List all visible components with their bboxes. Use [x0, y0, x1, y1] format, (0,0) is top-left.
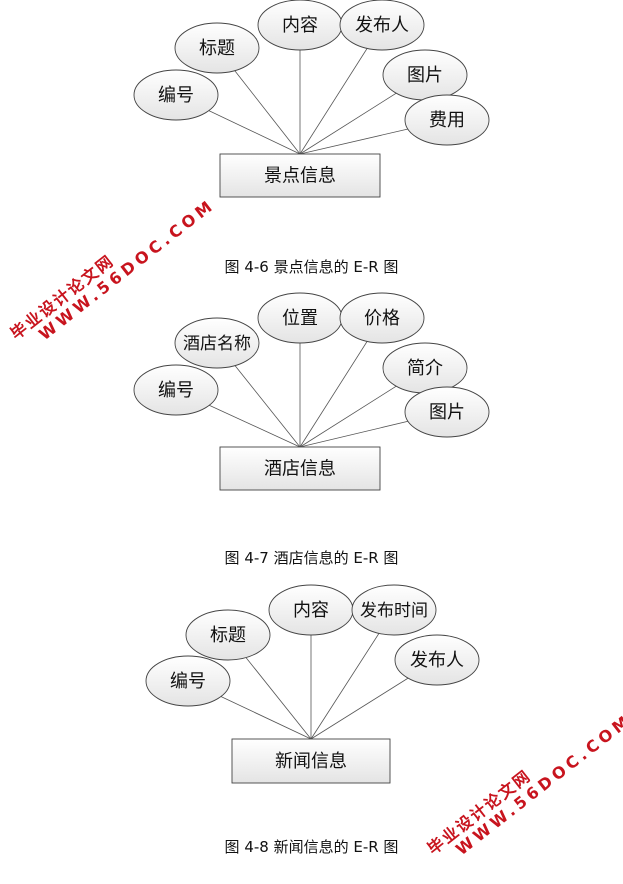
- attribute-ellipse: [404, 94, 490, 146]
- attribute-ellipse: [339, 0, 425, 51]
- attribute-ellipse: [394, 634, 480, 686]
- attribute-label: 价格: [364, 308, 400, 329]
- attribute-label: 费用: [429, 110, 465, 131]
- entity-box: [219, 446, 381, 491]
- attribute-ellipse: [133, 364, 219, 416]
- attribute-label: 简介: [407, 358, 443, 379]
- attribute-label: 编号: [158, 85, 194, 106]
- attribute-label: 发布人: [410, 650, 464, 671]
- entity-label: 酒店信息: [264, 459, 336, 480]
- entity-label: 新闻信息: [275, 751, 347, 772]
- attribute-ellipse: [185, 609, 271, 661]
- attribute-ellipse: [174, 22, 260, 74]
- caption-fig-4-6: 图 4-6 景点信息的 E-R 图: [224, 258, 399, 276]
- entity-box: [219, 153, 381, 198]
- attribute-label: 标题: [210, 625, 246, 646]
- attribute-label: 编号: [158, 380, 194, 401]
- attribute-ellipse: [339, 292, 425, 344]
- attribute-ellipse: [351, 584, 437, 636]
- entity-box: [231, 738, 391, 784]
- attribute-label: 图片: [429, 402, 465, 423]
- attribute-label: 酒店名称: [183, 334, 251, 354]
- attribute-label: 发布时间: [360, 601, 428, 621]
- caption-fig-4-8: 图 4-8 新闻信息的 E-R 图: [224, 838, 399, 856]
- entity-label: 景点信息: [264, 166, 336, 187]
- attribute-label: 内容: [282, 15, 318, 36]
- attribute-ellipse: [145, 655, 231, 707]
- caption-fig-4-7: 图 4-7 酒店信息的 E-R 图: [224, 549, 399, 567]
- attribute-ellipse: [133, 69, 219, 121]
- attribute-label: 发布人: [355, 15, 409, 36]
- attribute-label: 位置: [282, 308, 318, 329]
- attribute-ellipse: [404, 386, 490, 438]
- attribute-label: 图片: [407, 65, 443, 86]
- attribute-label: 编号: [170, 671, 206, 692]
- attribute-label: 内容: [293, 600, 329, 621]
- attribute-ellipse: [174, 317, 260, 369]
- attribute-label: 标题: [199, 38, 235, 59]
